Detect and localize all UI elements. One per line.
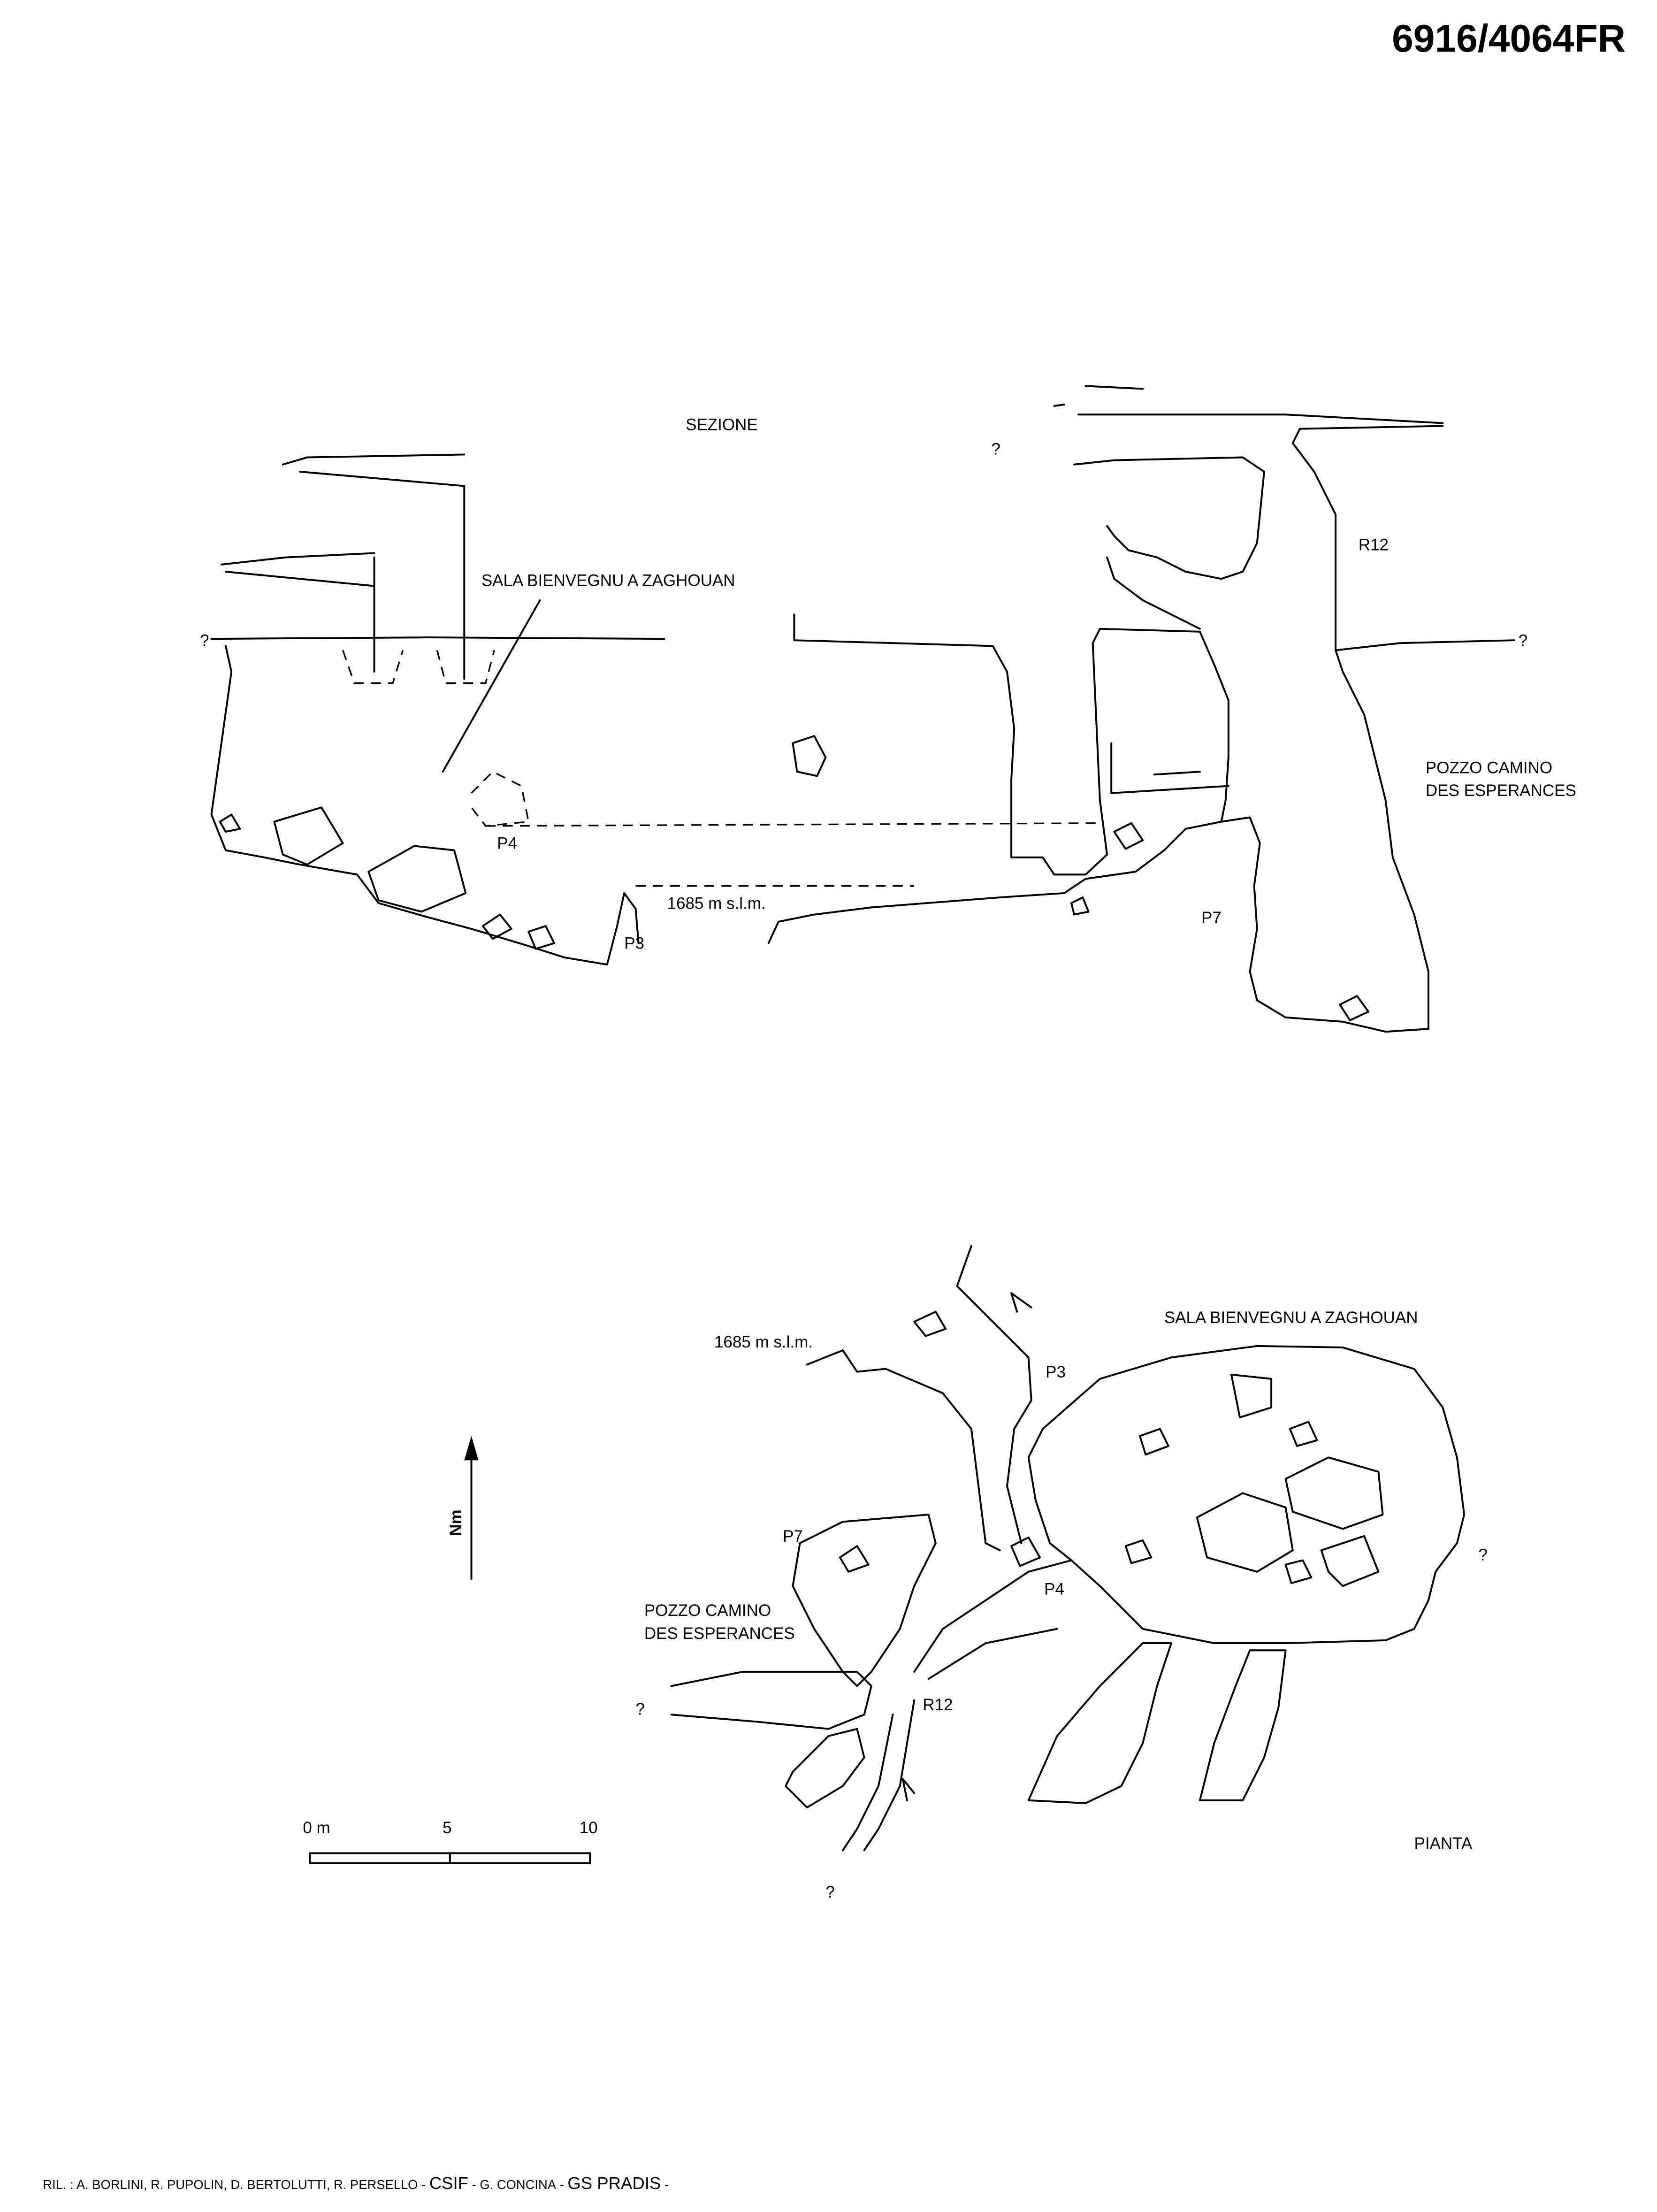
scale-label-5: 5 [443, 1819, 451, 1837]
section-elevation-label: 1685 m s.l.m. [667, 894, 766, 912]
plan-chimney-label-2: DES ESPERANCES [644, 1624, 795, 1643]
section-r12-label: R12 [1359, 536, 1389, 554]
section-p4-label: P4 [497, 834, 517, 853]
section-unknown-left: ? [200, 631, 209, 650]
plan-elevation-label: 1685 m s.l.m. [714, 1333, 813, 1351]
plan-p3-label: P3 [1046, 1363, 1066, 1381]
section-view: SEZIONE SALA BIENVEGNU A ZAGHOUAN P4 P3 … [200, 385, 1576, 1033]
plan-p4-label: P4 [1044, 1580, 1064, 1599]
plan-chimney-label-1: POZZO CAMINO [644, 1601, 771, 1620]
section-p3-label: P3 [624, 934, 644, 953]
plan-unknown-bottom: ? [825, 1883, 834, 1901]
plan-unknown-left: ? [636, 1700, 645, 1718]
scale-bar: 0 m 5 10 [303, 1819, 598, 1864]
section-title-label: SEZIONE [686, 416, 758, 434]
plan-room-label: SALA BIENVEGNU A ZAGHOUAN [1164, 1309, 1418, 1327]
section-room-label: SALA BIENVEGNU A ZAGHOUAN [481, 571, 735, 589]
plan-unknown-right: ? [1479, 1546, 1488, 1564]
section-chimney-label-2: DES ESPERANCES [1426, 781, 1576, 800]
north-arrow: Nm [447, 1436, 479, 1580]
plan-view: PIANTA SALA BIENVEGNU A ZAGHOUAN P3 P4 P… [636, 1245, 1488, 1901]
plan-r12-label: R12 [923, 1696, 953, 1714]
scale-label-10: 10 [580, 1819, 598, 1837]
scale-label-0: 0 m [303, 1819, 330, 1837]
cave-id: 6916/4064FR [1392, 17, 1626, 60]
credits-line: RIL. : A. BORLINI, R. PUPOLIN, D. BERTOL… [43, 2174, 669, 2193]
north-arrow-head-icon [464, 1436, 479, 1461]
section-unknown-right: ? [1519, 631, 1527, 650]
section-chimney-label-1: POZZO CAMINO [1426, 758, 1552, 777]
plan-title: PIANTA [1414, 1834, 1473, 1852]
section-p7-label: P7 [1201, 909, 1222, 927]
section-unknown-top: ? [992, 440, 1000, 458]
north-arrow-label: Nm [447, 1509, 465, 1536]
